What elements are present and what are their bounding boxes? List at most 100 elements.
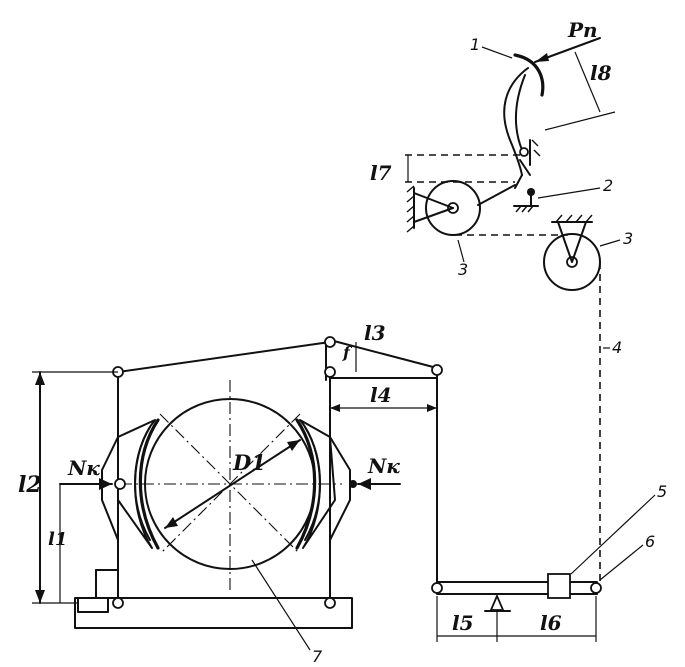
label-pedal-force: Pп [567,18,598,42]
callout-5-number: 5 [657,482,667,501]
pedal-pivot-hatch-2 [533,149,541,157]
upper-lever-top [329,339,438,369]
right-pulley-bracket [557,221,587,263]
label-l6: l6 [540,611,562,635]
callout-1: 1 [470,35,513,59]
right-arm-base-pin [324,597,336,609]
upper-lever-pin-top [324,336,336,348]
dim-l2-arrow-top [35,372,45,385]
left-pulley-arm-bottom [413,207,454,223]
callout-4-number: 4 [612,338,622,357]
left-pulley-arm-top [413,192,454,209]
diameter-arrow-left [165,517,178,528]
pedal-pivot-hatch [531,139,539,147]
left-wall-hatch-1 [406,185,415,193]
pedal-arm-inner [514,74,526,151]
left-shoe-pin [114,478,126,490]
label-l2: l2 [18,472,42,498]
right-ceiling-hatch-1 [555,214,563,223]
dim-l2-arrow-bottom [35,590,45,603]
right-ceiling-hatch-4 [585,214,593,223]
right-ceiling-hatch-3 [575,214,583,223]
label-l5: l5 [452,611,474,635]
upper-lever-pin-bottom [324,366,336,378]
long-cable: 4 [599,262,622,585]
left-wall-hatch-2 [406,195,415,203]
callout-3b-number: 3 [458,260,468,279]
callout-1-number: 1 [470,35,480,54]
label-l7: l7 [370,161,392,185]
left-pulley: 3 [406,180,516,279]
callout-3-number: 3 [623,229,633,248]
drum-brake: D1 Nк Nк 7 [59,376,401,666]
dim-l5-l6: l5 l6 [436,596,597,642]
label-l1: l1 [48,529,67,550]
dim-l4-arrow-right [427,404,437,412]
right-shoe-outer [329,436,351,541]
stop-hatch-2 [521,205,528,213]
dim-l8-ext-bottom [544,111,616,131]
tie-rod [117,341,331,373]
label-nk-left: Nк [67,456,100,480]
callout-2-number: 2 [603,176,613,195]
label-nk-right: Nк [367,454,400,478]
left-pulley-wheel [425,180,481,236]
pedal-force-arrowhead [535,53,549,62]
lever-fulcrum [489,593,505,611]
label-f: f [342,343,353,362]
pedal [503,53,545,189]
base-block [77,597,109,613]
left-shoe-inner [134,426,151,541]
callout-7-number: 7 [312,647,323,666]
upper-lever: l3 f [112,321,443,381]
label-l3: l3 [364,321,386,345]
callout-7-leader [251,559,311,651]
base-plate [74,597,353,629]
callout-6-leader [599,544,644,581]
right-shoe-inner [304,426,321,541]
pedal-force-dimension: Pп l8 [534,18,616,131]
dim-l7: l7 [370,154,520,185]
callout-3b-leader [457,239,465,263]
pedal-pivot [519,147,529,157]
upper-lever-pin-right [431,364,443,376]
diameter-line [164,439,301,529]
pedal-link [519,159,531,176]
callout-2-leader [537,187,601,199]
bottom-lever-right-pin [590,582,602,594]
stop-ball [527,188,535,196]
callout-6-number: 6 [645,532,655,551]
diameter-arrow-right [287,440,300,451]
left-wall-hatch-3 [406,205,415,213]
right-shoe-pin [349,480,357,488]
label-l4: l4 [370,383,392,407]
right-ceiling-hatch-2 [565,214,573,223]
left-shoe-outer [101,436,119,541]
left-wall-hatch-4 [406,215,415,223]
bottom-lever: 5 6 [431,482,667,612]
dim-l4: l4 [330,383,437,412]
brake-base [74,569,353,629]
label-d1: D1 [232,450,266,475]
right-shoe-lining [295,418,317,550]
right-pulley: 3 [543,214,633,291]
dim-l8-line [574,51,601,113]
label-l8: l8 [590,61,612,85]
dim-l1-l2: l2 l1 [18,371,118,604]
adjuster-block [547,573,571,599]
stop-hatch-3 [527,205,534,213]
bottom-lever-left-pin [431,582,443,594]
pedal-tip [514,174,523,189]
dim-l4-arrow-left [330,404,340,412]
nk-left-arrowhead [99,478,112,490]
nk-right-arrowhead [358,478,371,490]
left-shoe-lining [138,418,160,550]
pedal-pad [513,53,545,97]
callout-5-leader [570,494,656,575]
drum-axis-diag-2 [159,413,301,555]
left-arm-base-pin [112,597,124,609]
pedal-stop: 2 [513,176,613,213]
pedal-to-pulley-link [477,184,516,206]
